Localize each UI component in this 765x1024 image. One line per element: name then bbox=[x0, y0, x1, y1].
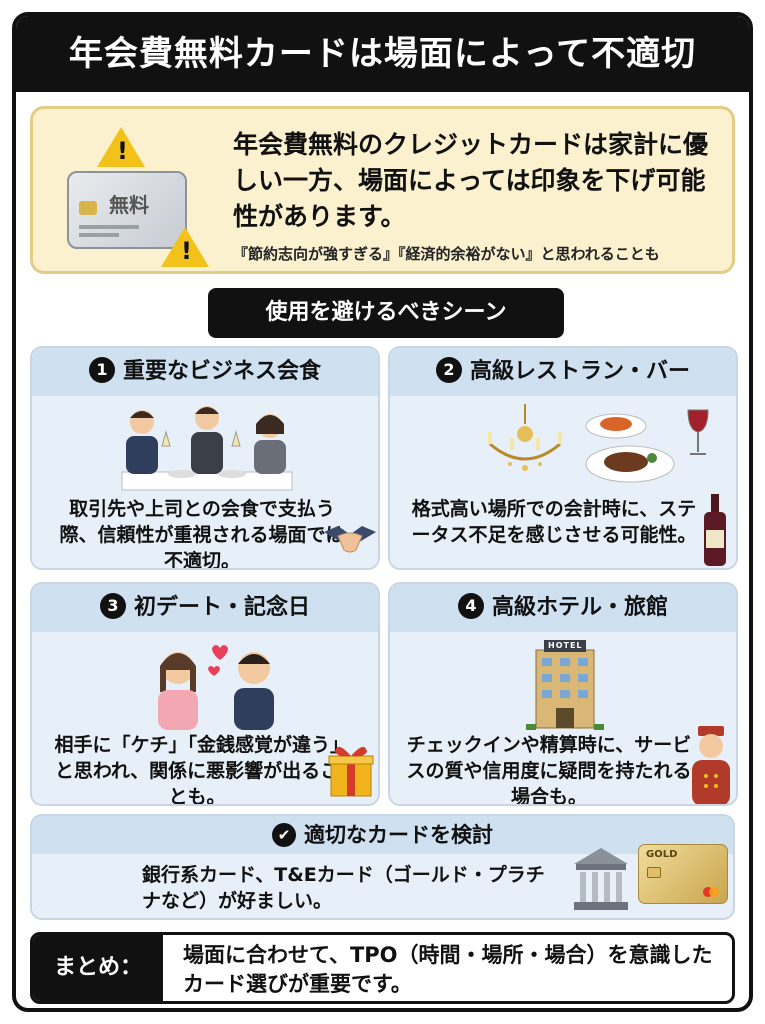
summary-label: まとめ： bbox=[33, 935, 163, 1001]
gold-card-label: GOLD bbox=[646, 849, 678, 860]
recommendation-text: 銀行系カード、T&Eカード（ゴールド・プラチナなど）が好ましい。 bbox=[142, 864, 545, 912]
scene-number: 3 bbox=[99, 593, 126, 619]
intro-box: ! 無料 ! 年会費無料のクレジットカードは家計に優しい一方、場面によっては印象… bbox=[30, 106, 735, 274]
recommendation-title: 適切なカードを検討 bbox=[304, 823, 493, 847]
check-circle-icon: ✔ bbox=[272, 823, 296, 847]
wine-bottle-icon bbox=[704, 494, 726, 566]
hotel-building-icon bbox=[526, 640, 604, 730]
scenes-section-label: 使用を避けるべきシーン bbox=[208, 288, 564, 338]
scene-number: 2 bbox=[435, 357, 462, 383]
scene-card-date: 3 初デート・記念日 相手に「ケチ」「金銭感覚が違う」と思われ、関係に悪影響が出る… bbox=[30, 582, 380, 806]
intro-text: 年会費無料のクレジットカードは家計に優しい一方、場面によっては印象を下げ可能性が… bbox=[233, 130, 709, 231]
couple-illustration bbox=[158, 645, 274, 730]
recommendation-box: ✔ 適切なカードを検討 銀行系カード、T&Eカード（ゴールド・プラチナなど）が好ま… bbox=[30, 814, 735, 920]
scene-heading: 1 重要なビジネス会食 bbox=[32, 348, 378, 396]
infographic-frame: 年会費無料カードは場面によって不適切 ! 無料 ! 年会費無料のクレジットカード… bbox=[12, 12, 753, 1012]
scene-title: 高級ホテル・旅館 bbox=[491, 595, 668, 620]
scene-heading: 3 初デート・記念日 bbox=[32, 584, 378, 632]
chandelier-icon bbox=[488, 404, 562, 471]
credit-card-icon: 無料 bbox=[67, 171, 187, 249]
bellhop-icon bbox=[692, 726, 730, 804]
hotel-sign: HOTEL bbox=[548, 641, 583, 650]
summary-text: 場面に合わせて、TPO（時間・場所・場合）を意識したカード選びが重要です。 bbox=[183, 943, 713, 996]
scene-number: 4 bbox=[457, 593, 484, 619]
summary-box: まとめ： 場面に合わせて、TPO（時間・場所・場合）を意識したカード選びが重要で… bbox=[30, 932, 735, 1004]
card-label: 無料 bbox=[109, 193, 149, 217]
business-dinner-illustration bbox=[121, 406, 293, 491]
scene-card-hotel: 4 高級ホテル・旅館 HOTEL チェックインや精算時に、サービスの質や信用度に疑… bbox=[388, 582, 738, 806]
bank-building-icon bbox=[574, 848, 628, 910]
warning-icon: ! bbox=[97, 127, 145, 167]
recommendation-heading: ✔ 適切なカードを検討 bbox=[32, 816, 733, 854]
scene-title: 高級レストラン・バー bbox=[469, 359, 690, 384]
scene-description: 格式高い場所での会計時に、ステータス不足を感じさせる可能性。 bbox=[411, 498, 697, 546]
scene-card-business-dinner: 1 重要なビジネス会食 取引先や上司との会食で支払う際、信頼性が重視される場面では… bbox=[30, 346, 380, 570]
card-chip bbox=[79, 201, 97, 215]
scene-heading: 4 高級ホテル・旅館 bbox=[390, 584, 736, 632]
steak-plate-icon bbox=[585, 413, 675, 483]
page-title: 年会費無料カードは場面によって不適切 bbox=[16, 16, 749, 92]
scene-description: 取引先や上司との会食で支払う際、信頼性が重視される場面では不適切。 bbox=[59, 498, 345, 570]
gift-box-icon bbox=[328, 746, 374, 797]
wine-glass-icon bbox=[687, 409, 709, 455]
scene-title: 初デート・記念日 bbox=[133, 595, 310, 620]
scene-title: 重要なビジネス会食 bbox=[122, 359, 321, 384]
handshake-icon bbox=[324, 526, 376, 553]
scene-description: 相手に「ケチ」「金銭感覚が違う」と思われ、関係に悪影響が出ることも。 bbox=[54, 734, 340, 806]
scene-heading: 2 高級レストラン・バー bbox=[390, 348, 736, 396]
scene-number: 1 bbox=[88, 357, 115, 383]
gold-card-icon: GOLD bbox=[638, 844, 728, 904]
warning-icon: ! bbox=[161, 227, 209, 267]
scene-card-restaurant-bar: 2 高級レストラン・バー 格式高い場所での会計時に、ステータス不足を感じさせる可能… bbox=[388, 346, 738, 570]
scene-description: チェックインや精算時に、サービスの質や信用度に疑問を持たれる場合も。 bbox=[406, 734, 692, 806]
intro-subtext: 『節約志向が強すぎる』『経済的余裕がない』と思われることも bbox=[233, 245, 660, 263]
